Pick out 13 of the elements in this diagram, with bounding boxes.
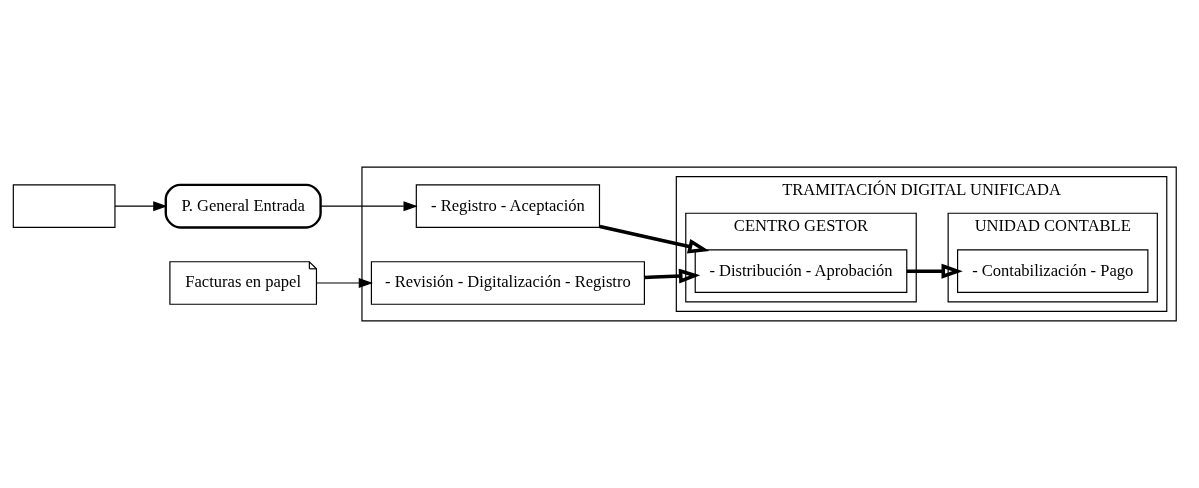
node-box (12, 184, 116, 229)
arrow (316, 278, 373, 288)
node-box: - Registro - Aceptación (415, 184, 601, 229)
node-box: - Distribución - Aprobación (694, 249, 908, 294)
cluster (361, 166, 1177, 322)
arrow (599, 224, 710, 254)
arrow (906, 263, 963, 279)
arrow (320, 201, 418, 212)
arrow (114, 201, 168, 212)
node-box: P. General Entrada (164, 183, 322, 229)
node-box: - Revisión - Digitalización - Registro (370, 261, 645, 305)
arrow (644, 268, 701, 284)
node-box: - Contabilización - Pago (957, 249, 1149, 294)
